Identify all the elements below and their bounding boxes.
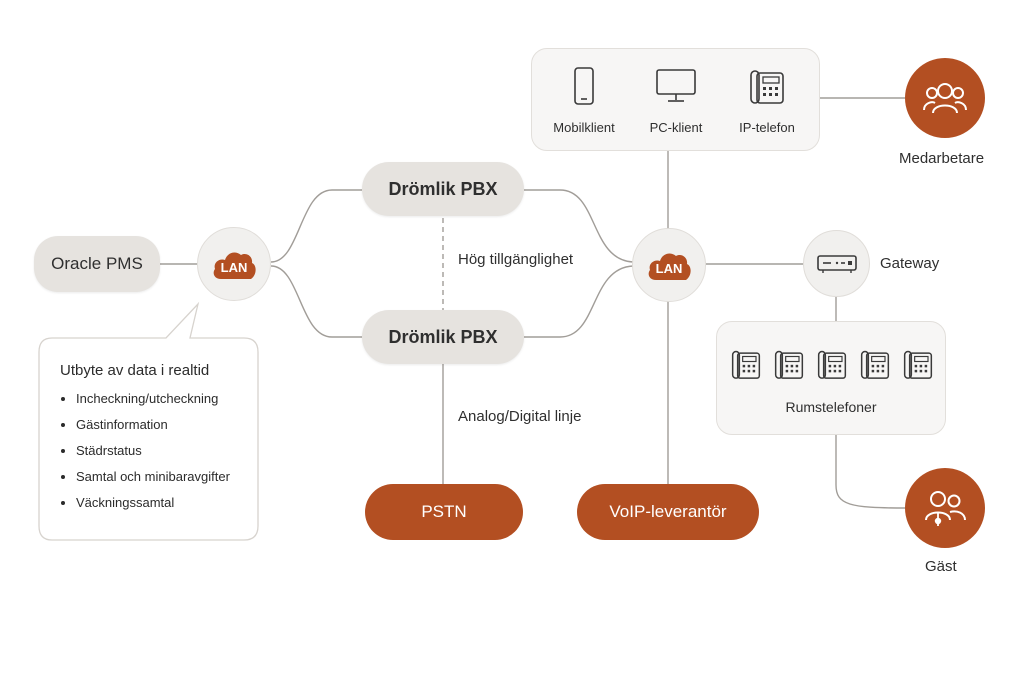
list-item: Gästinformation xyxy=(76,417,256,432)
cloud-icon: LAN xyxy=(211,247,257,281)
room-phones-panel: Rumstelefoner xyxy=(716,321,946,435)
client-mobile[interactable]: Mobilklient xyxy=(548,67,620,135)
client-ip-phone-label: IP-telefon xyxy=(739,120,795,135)
lan-right-label: LAN xyxy=(655,261,683,276)
guest-label: Gäst xyxy=(925,558,957,575)
pstn-node[interactable]: PSTN xyxy=(365,484,523,540)
pbx-bottom-node[interactable]: Drömlik PBX xyxy=(362,310,524,364)
desk-phone-icon xyxy=(774,350,804,379)
list-item: Incheckning/utcheckning xyxy=(76,391,256,406)
oracle-pms-node[interactable]: Oracle PMS xyxy=(34,236,160,292)
desk-phone-icon xyxy=(860,350,890,379)
callout-bubble xyxy=(38,301,259,541)
mobile-phone-icon xyxy=(574,67,594,105)
voip-provider-node[interactable]: VoIP-leverantör xyxy=(577,484,759,540)
gateway-label: Gateway xyxy=(880,255,940,272)
pbx-bottom-label: Drömlik PBX xyxy=(388,326,498,347)
desk-phone-icon xyxy=(903,350,933,379)
client-pc[interactable]: PC-klient xyxy=(638,67,714,135)
lan-left-node[interactable]: LAN xyxy=(197,227,271,301)
clients-panel: Mobilklient PC-klient IP-telefon xyxy=(531,48,820,151)
employees-node[interactable] xyxy=(905,58,985,138)
pstn-label: PSTN xyxy=(421,502,467,521)
lan-pbx-bottom-line xyxy=(270,265,362,338)
lan-right-node[interactable]: LAN xyxy=(632,228,706,302)
lan-left-label: LAN xyxy=(220,260,248,275)
callout-title: Utbyte av data i realtid xyxy=(60,362,210,379)
pbx-bottom-lan-right-line xyxy=(524,265,634,338)
employees-label: Medarbetare xyxy=(899,150,985,167)
pbx-top-lan-right-line xyxy=(524,189,634,263)
monitor-icon xyxy=(656,69,696,102)
analog-digital-label: Analog/Digital linje xyxy=(458,408,582,425)
lan-pbx-top-line xyxy=(270,189,362,263)
client-mobile-label: Mobilklient xyxy=(553,120,615,135)
rooms-guest-line xyxy=(835,435,906,509)
list-item: Städrstatus xyxy=(76,443,256,458)
list-item: Samtal och minibaravgifter xyxy=(76,469,256,484)
ha-label: Hög tillgänglighet xyxy=(458,251,574,268)
guest-icon xyxy=(925,491,966,526)
pbx-top-label: Drömlik PBX xyxy=(388,178,498,199)
cloud-icon: LAN xyxy=(646,248,692,282)
gateway-node[interactable] xyxy=(803,230,870,297)
desk-phone-icon xyxy=(750,70,784,104)
desk-phone-icon xyxy=(817,350,847,379)
callout-content: Utbyte av data i realtid Incheckning/utc… xyxy=(60,362,256,521)
room-phones-label: Rumstelefoner xyxy=(785,399,877,415)
list-item: Väckningssamtal xyxy=(76,495,256,510)
callout-list: Incheckning/utcheckning Gästinformation … xyxy=(60,391,256,510)
guest-node[interactable] xyxy=(905,468,985,548)
people-icon xyxy=(923,83,967,114)
client-ip-phone[interactable]: IP-telefon xyxy=(728,67,806,135)
desk-phone-icon xyxy=(731,350,761,379)
client-pc-label: PC-klient xyxy=(649,120,703,135)
oracle-pms-label: Oracle PMS xyxy=(51,254,143,273)
pbx-top-node[interactable]: Drömlik PBX xyxy=(362,162,524,216)
gateway-icon xyxy=(816,254,857,273)
room-phones-row xyxy=(731,348,933,380)
voip-provider-label: VoIP-leverantör xyxy=(609,502,727,521)
